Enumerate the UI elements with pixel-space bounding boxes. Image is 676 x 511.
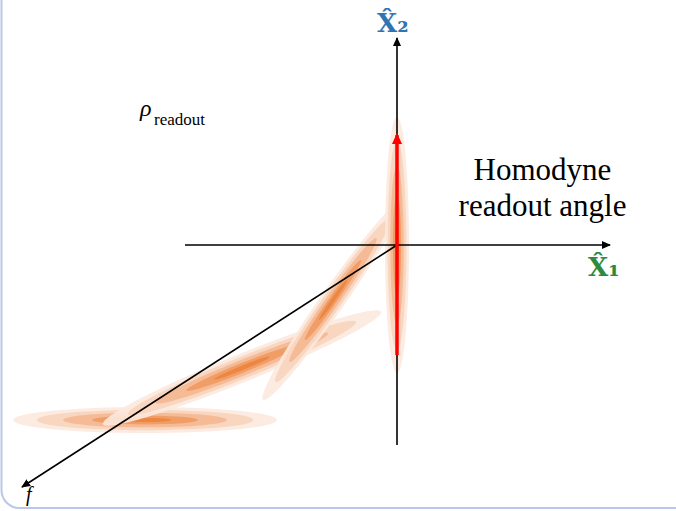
axis-label: X̂₂: [377, 10, 409, 36]
x2-axis: [396, 38, 398, 445]
ellipse-layer: [268, 213, 398, 388]
state-symbol: ρ: [140, 96, 152, 120]
axis-label: f: [26, 484, 32, 504]
axis-label: X̂₁: [588, 254, 620, 280]
annotation-text: Homodyne readout angle: [425, 152, 660, 223]
ellipse-layer: [284, 234, 382, 366]
squeezed-ellipse: [98, 299, 387, 437]
ellipse-layer: [317, 279, 348, 321]
squeezed-states: [13, 117, 413, 437]
ellipse-layer: [98, 299, 387, 437]
f-axis: [22, 245, 397, 487]
readout-arrow: [395, 135, 399, 355]
state-subscript: readout: [154, 111, 205, 128]
